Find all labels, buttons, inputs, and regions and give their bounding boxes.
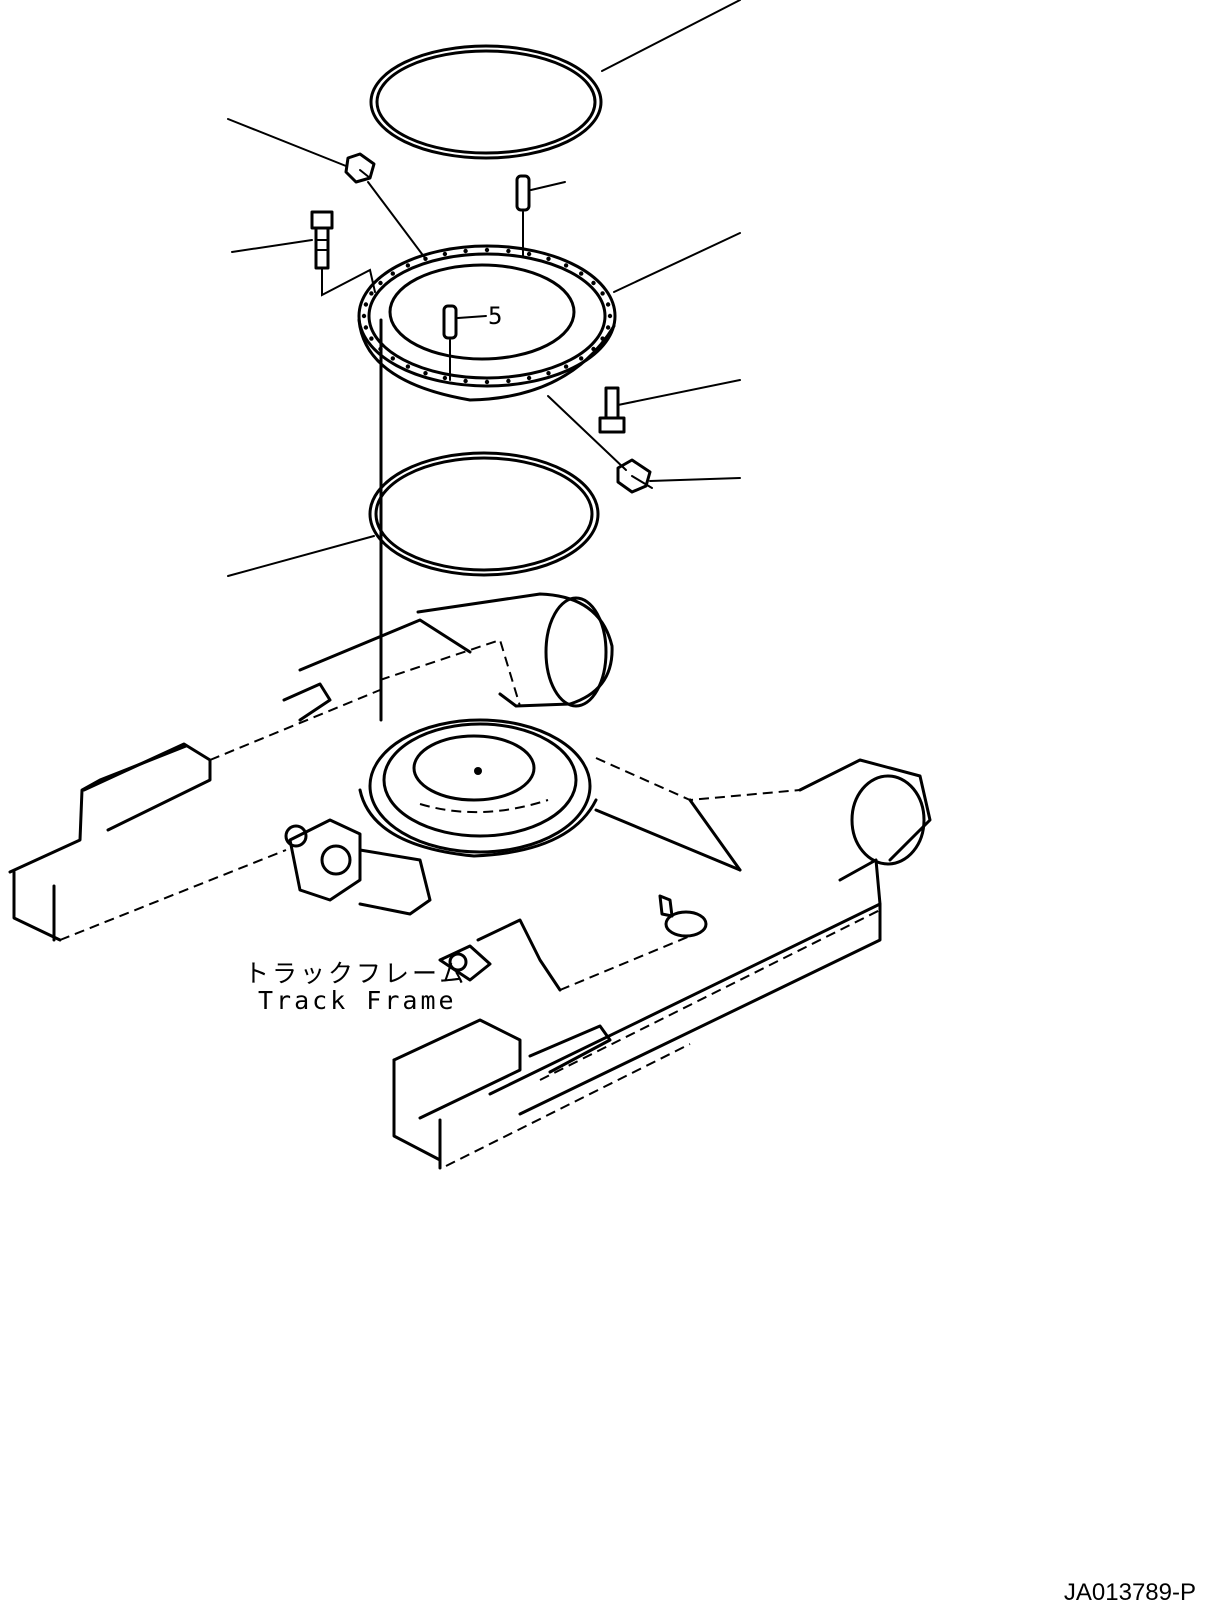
bearing-bolt-hole [363, 325, 369, 330]
bearing-bolt-hole [600, 336, 605, 341]
bearing-bolt-hole [423, 256, 428, 261]
bearing-bolt-hole [442, 375, 448, 381]
track-frame-label-en: Track Frame [258, 986, 457, 1015]
dowel-pin-callout-5 [442, 304, 487, 381]
bearing-bolt-hole [591, 346, 596, 352]
bearing-bolt-hole [506, 378, 511, 384]
leader-line-fitting-to-ring [367, 181, 426, 259]
leader-line-dowel-pin-upper [530, 181, 566, 191]
grease-fitting-lower [616, 458, 653, 494]
grease-fitting-upper [344, 152, 376, 184]
bearing-bolt-hole [546, 371, 551, 376]
bearing-bolt-hole [361, 313, 367, 319]
bearing-bolt-hole [363, 302, 369, 307]
leader-line-grease-fitting-lower [547, 395, 627, 471]
bearing-bolt-hole [579, 271, 584, 276]
bearing-bolt-hole [463, 248, 468, 254]
leader-line-bolt-right [617, 379, 741, 406]
upper-seal-ring [369, 44, 603, 160]
bearing-bolt-hole [563, 263, 569, 268]
bearing-bolt-hole [600, 291, 605, 296]
bearing-bolt-hole [369, 336, 374, 341]
swing-circle-bearing [357, 244, 617, 722]
bearing-bolt-hole [484, 379, 490, 385]
track-frame-label-jp: トラックフレーム [244, 959, 468, 988]
bearing-bolt-hole [442, 251, 448, 257]
bearing-bolt-hole [526, 375, 532, 381]
bearing-bolt-hole [591, 280, 596, 286]
bearing-bolt-hole [378, 346, 383, 352]
bearing-bolt-hole [607, 313, 613, 319]
bearing-bolt-hole [390, 271, 395, 276]
bearing-bolt-hole [563, 364, 569, 369]
track-frame [8, 592, 932, 1170]
bearing-bolt-hole [390, 356, 395, 361]
bolt-left [310, 210, 334, 270]
bearing-bolt-hole [405, 263, 411, 268]
bearing-bolt-hole [463, 378, 468, 384]
bearing-bolt-hole [369, 291, 374, 296]
bearing-bolt-hole [605, 325, 611, 330]
callout-number: 5 [488, 302, 502, 330]
leader-line-swing-circle [613, 232, 741, 293]
figure-id: JA013789-P [1063, 1579, 1196, 1606]
bearing-bolt-hole [378, 280, 383, 286]
bolt-right [598, 386, 626, 434]
dowel-pin-upper [515, 174, 531, 212]
lower-seal-ring [368, 451, 600, 577]
bearing-bolt-hole [506, 248, 511, 254]
bearing-bolt-hole [526, 251, 532, 257]
bearing-bolt-hole [605, 302, 611, 307]
leader-line-lower-seal [227, 535, 375, 577]
bearing-bolt-hole [405, 364, 411, 369]
bearing-bolt-hole [546, 256, 551, 261]
leader-line-grease-fitting-upper [227, 118, 347, 167]
leader-line-upper-seal [601, 0, 741, 72]
leader-line-bolt-left [231, 239, 313, 253]
bearing-bolt-hole [484, 247, 490, 253]
bearing-bolt-hole [423, 371, 428, 376]
bearing-bolt-hole [579, 356, 584, 361]
